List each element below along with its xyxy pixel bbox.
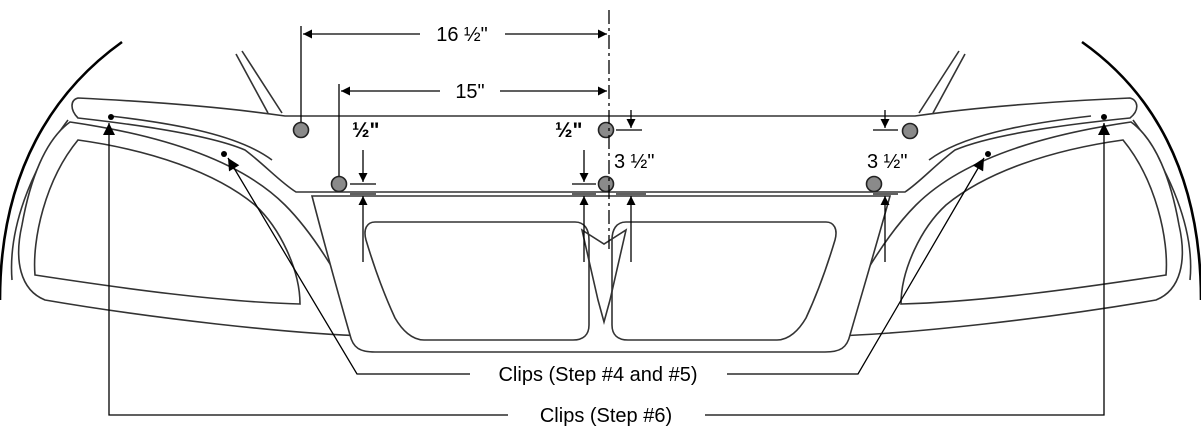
- spoiler: [71, 97, 1138, 193]
- left-tail-lamp: [17, 121, 370, 337]
- dimension-15: 15": [338, 81, 607, 176]
- spoiler-crease-left: [109, 115, 273, 161]
- leader-line-left: [227, 157, 470, 375]
- dimension-label: 16 ½": [436, 24, 488, 46]
- offset-label: ½": [352, 119, 379, 142]
- vehicle-body: [0, 40, 1201, 353]
- right-tail-lamp-lens: [900, 139, 1168, 305]
- left-window-line-2: [241, 50, 283, 114]
- mounting-hole-lower-left: [330, 175, 348, 193]
- callout-label: Clips (Step #6): [540, 405, 672, 427]
- right-trunk-recess: [611, 221, 837, 341]
- drop-label: 3 ½": [614, 151, 654, 173]
- left-window-line-1: [235, 53, 269, 114]
- leader-line-right: [705, 123, 1110, 416]
- emblem-outline: [580, 228, 628, 326]
- drop-label: 3 ½": [867, 151, 907, 173]
- dimension-16-5: 16 ½": [300, 24, 607, 122]
- outer-clip-left: [108, 114, 114, 120]
- leader-line-left: [103, 123, 508, 416]
- right-window-line-2: [918, 50, 960, 114]
- right-tail-lamp: [831, 121, 1184, 337]
- trunk-lid: [310, 195, 892, 353]
- mounting-holes: [292, 121, 919, 193]
- outer-clips-callout: Clips (Step #6): [103, 123, 1110, 427]
- mounting-hole-lower-center: [597, 175, 615, 193]
- leader-line-right: [727, 157, 985, 375]
- inner-clips-callout: Clips (Step #4 and #5): [227, 157, 985, 386]
- right-window-line-1: [932, 53, 966, 114]
- dimension-center-drop: 3 ½": [614, 110, 654, 262]
- left-trunk-recess: [364, 221, 590, 341]
- inner-clip-right: [985, 151, 991, 157]
- dimension-right-drop: 3 ½": [867, 110, 907, 262]
- outer-clip-right: [1101, 114, 1107, 120]
- mounting-hole-upper-center: [597, 121, 615, 139]
- callout-label: Clips (Step #4 and #5): [498, 364, 697, 386]
- offset-label: ½": [555, 119, 582, 142]
- inner-clip-left: [221, 151, 227, 157]
- mounting-hole-upper-left: [292, 121, 310, 139]
- dimension-center-offset: ½": [555, 119, 596, 262]
- right-quarter-panel-curve: [1081, 40, 1201, 301]
- dimension-left-offset: ½": [350, 119, 379, 262]
- mounting-hole-upper-right: [901, 122, 919, 140]
- left-quarter-panel-curve: [0, 40, 123, 301]
- left-tail-lamp-lens: [33, 139, 301, 305]
- dimension-label: 15": [455, 81, 484, 103]
- mounting-hole-lower-right: [865, 175, 883, 193]
- spoiler-crease-right: [928, 115, 1092, 161]
- clips: [108, 114, 1107, 157]
